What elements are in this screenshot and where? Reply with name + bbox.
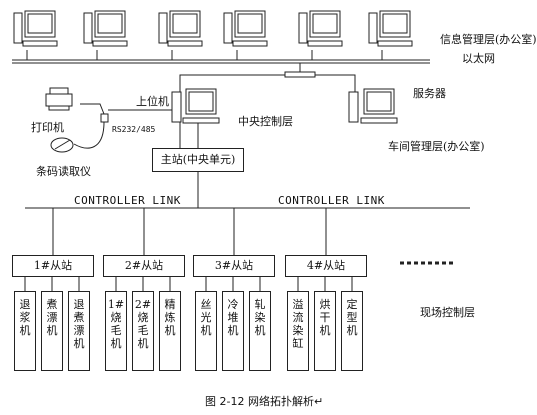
field-layer-label: 现场控制层 xyxy=(420,306,475,319)
barcode-label: 条码读取仪 xyxy=(36,165,91,178)
machine-label-char: 机 xyxy=(137,337,149,350)
machine-label-char: 煮 xyxy=(46,298,58,311)
machine-label-char: 机 xyxy=(164,324,176,337)
desktop-computer-icon xyxy=(223,10,268,47)
machine-label-char: 煮 xyxy=(73,311,85,324)
machine-label-char: 机 xyxy=(73,337,85,350)
caption: 图 2-12 网络拓扑解析↵ xyxy=(205,395,324,408)
desktop-computer-icon xyxy=(13,10,58,47)
machine-label-char: 漂 xyxy=(46,311,58,324)
machine-label-char: 烘 xyxy=(319,298,331,311)
controller-link-left: CONTROLLER LINK xyxy=(74,194,181,207)
server-label: 服务器 xyxy=(413,87,446,100)
machine-label-char: 1# xyxy=(107,298,125,311)
workshop-layer-label: 车间管理层(办公室) xyxy=(388,140,485,153)
machine-box: 2#烧毛机 xyxy=(132,291,154,371)
computer-icon xyxy=(13,10,413,47)
machine-label-char: 浆 xyxy=(19,311,31,324)
machine-box: 轧染机 xyxy=(249,291,271,371)
controller-link-right: CONTROLLER LINK xyxy=(278,194,385,207)
machine-label-char: 型 xyxy=(346,311,358,324)
machine-box: 退煮漂机 xyxy=(68,291,90,371)
machine-box: 丝光机 xyxy=(195,291,217,371)
slave-station-box: 3#从站 xyxy=(193,255,275,277)
machine-label-char: 烧 xyxy=(137,311,149,324)
machine-box: 退浆机 xyxy=(14,291,36,371)
rs-port-label: RS232/485 xyxy=(112,125,156,134)
machine-label-char: 丝 xyxy=(200,298,212,311)
machine-label-char: 精 xyxy=(164,298,176,311)
machine-box: 定型机 xyxy=(341,291,363,371)
slave-station-box: 4#从站 xyxy=(285,255,367,277)
machine-label-char: 染 xyxy=(292,324,304,337)
machine-label-char: 退 xyxy=(73,298,85,311)
slave-station-box: 2#从站 xyxy=(103,255,185,277)
machine-label-char: 机 xyxy=(254,324,266,337)
machine-label-char: 毛 xyxy=(137,324,149,337)
desktop-computer-icon xyxy=(83,10,128,47)
machine-label-char: 机 xyxy=(46,324,58,337)
upper-pc-label: 上位机 xyxy=(136,95,169,108)
machine-label-char: 机 xyxy=(227,324,239,337)
machine-label-char: 毛 xyxy=(110,324,122,337)
machine-box: 溢流染缸 xyxy=(287,291,309,371)
ethernet-label: 以太网 xyxy=(462,52,495,65)
master-station-box: 主站(中央单元) xyxy=(152,148,244,172)
central-devices xyxy=(45,87,398,153)
machine-label-char: 漂 xyxy=(73,324,85,337)
desktop-computer-icon xyxy=(298,10,343,47)
slave-station-box: 1#从站 xyxy=(12,255,94,277)
machine-label-char: 炼 xyxy=(164,311,176,324)
machine-label-char: 机 xyxy=(346,324,358,337)
master-station-label: 主站(中央单元) xyxy=(160,153,236,166)
machine-label-char: 退 xyxy=(19,298,31,311)
machine-label-char: 机 xyxy=(200,324,212,337)
machine-label-char: 机 xyxy=(319,324,331,337)
machine-label-char: 定 xyxy=(346,298,358,311)
machine-box: 烘干机 xyxy=(314,291,336,371)
machine-box: 煮漂机 xyxy=(41,291,63,371)
machine-label-char: 溢 xyxy=(292,298,304,311)
machine-label-char: 烧 xyxy=(110,311,122,324)
central-layer-label: 中央控制层 xyxy=(238,115,293,128)
machine-label-char: 冷 xyxy=(227,298,239,311)
machine-label-char: 机 xyxy=(110,337,122,350)
desktop-computer-icon xyxy=(368,10,413,47)
machine-label-char: 流 xyxy=(292,311,304,324)
machine-label-char: 光 xyxy=(200,311,212,324)
machine-label-char: 染 xyxy=(254,311,266,324)
machine-label-char: 干 xyxy=(319,311,331,324)
machine-label-char: 缸 xyxy=(292,337,304,350)
desktop-computer-icon xyxy=(158,10,203,47)
printer-label: 打印机 xyxy=(31,121,64,134)
machine-box: 冷堆机 xyxy=(222,291,244,371)
machine-label-char: 轧 xyxy=(254,298,266,311)
machine-label-char: 堆 xyxy=(227,311,239,324)
machine-box: 1#烧毛机 xyxy=(105,291,127,371)
machine-label-char: 2# xyxy=(134,298,152,311)
info-layer-label: 信息管理层(办公室) xyxy=(440,33,537,46)
machine-box: 精炼机 xyxy=(159,291,181,371)
machine-label-char: 机 xyxy=(19,324,31,337)
